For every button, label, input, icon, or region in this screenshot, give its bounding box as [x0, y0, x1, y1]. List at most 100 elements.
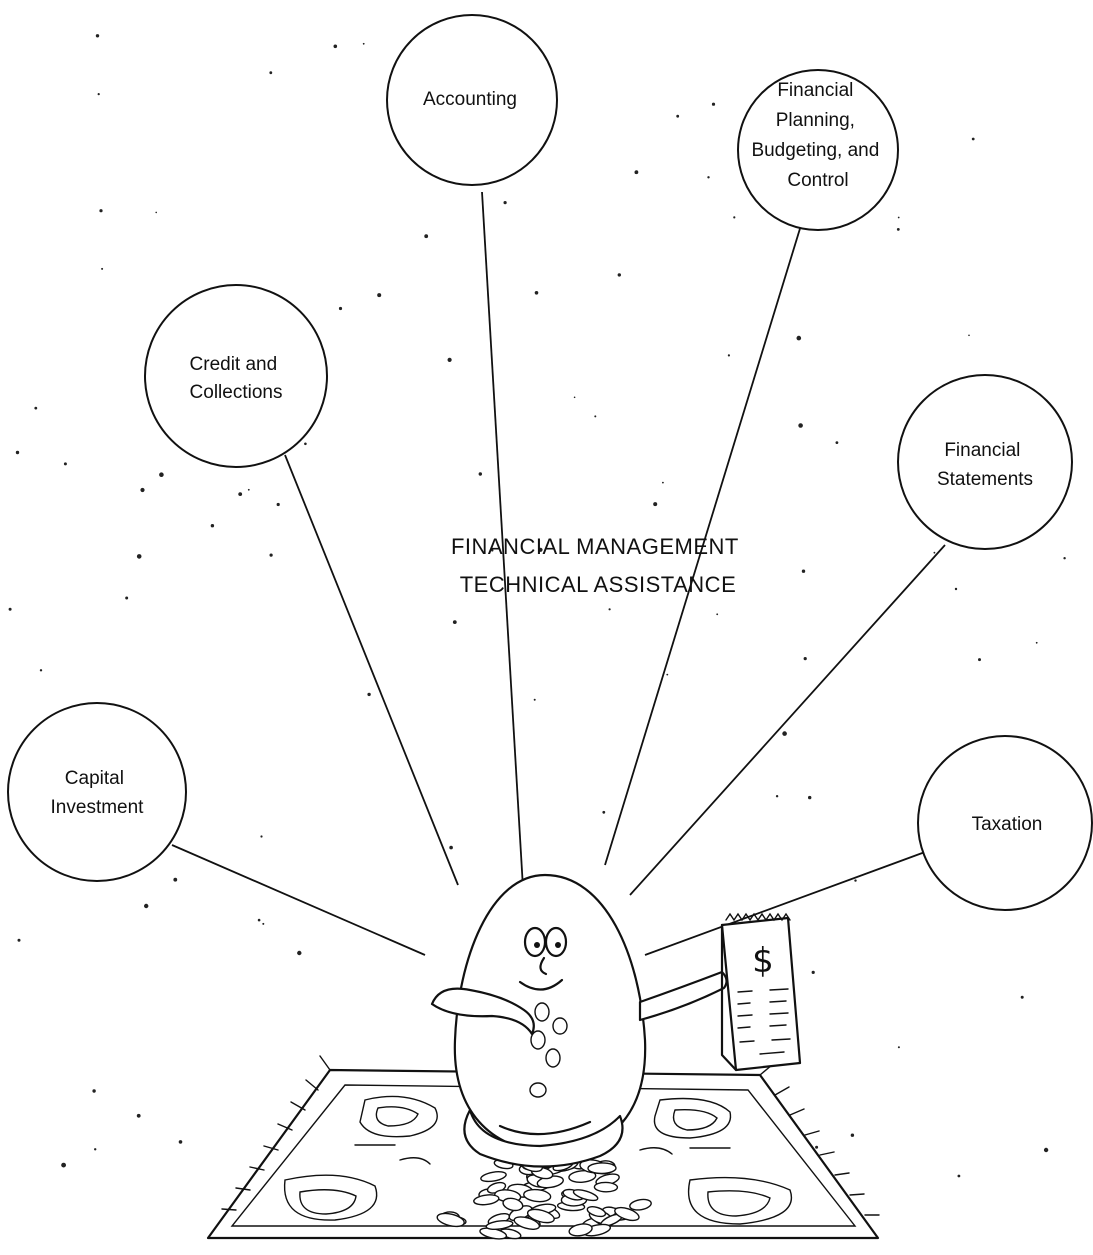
coin: [513, 1216, 541, 1230]
scan-speck: [796, 335, 802, 341]
scan-speck: [447, 357, 452, 362]
scan-speck: [808, 795, 812, 800]
scan-speck: [140, 487, 145, 493]
ledger-dollar-sign: $: [752, 941, 774, 981]
node-credit-collections: Credit and Collections: [144, 284, 328, 468]
scan-speck: [533, 698, 536, 701]
coin: [572, 1189, 599, 1202]
coin: [593, 1181, 619, 1193]
scan-speck: [424, 234, 429, 239]
node-credit-collections-label: Credit and Collections: [190, 354, 283, 403]
scan-speck: [666, 673, 669, 676]
scan-speck: [653, 502, 658, 507]
coin: [526, 1208, 555, 1224]
scan-speck: [634, 170, 639, 175]
scan-speck: [954, 587, 958, 591]
scan-speck: [662, 481, 664, 484]
scan-speck: [676, 114, 680, 118]
coin: [629, 1198, 652, 1211]
scan-speck: [850, 1133, 855, 1137]
scan-speck: [978, 658, 981, 662]
scan-speck: [247, 488, 250, 491]
scan-speck: [269, 553, 273, 557]
scan-speck: [262, 922, 265, 925]
scan-speck: [257, 918, 261, 922]
scan-speck: [716, 613, 719, 616]
node-financial-statements: Financial Statements: [897, 374, 1073, 550]
scan-speck: [338, 306, 343, 311]
coin: [587, 1162, 617, 1175]
node-taxation-label: Taxation: [972, 814, 1043, 835]
scan-speck: [1035, 641, 1038, 644]
node-financial-planning-label: Financial Planning, Budgeting, and Contr…: [751, 80, 884, 191]
scan-speck: [968, 334, 970, 337]
scan-speck: [711, 102, 716, 106]
scan-speck: [608, 608, 611, 611]
spoke-financial-statements: [629, 544, 946, 896]
scan-speck: [801, 569, 806, 573]
scan-speck: [92, 1089, 96, 1093]
coin: [614, 1206, 640, 1222]
node-financial-planning: Financial Planning, Budgeting, and Contr…: [737, 69, 899, 231]
scan-speck: [594, 415, 597, 418]
scan-speck: [15, 450, 20, 455]
scan-speck: [97, 93, 100, 96]
coin: [502, 1197, 524, 1212]
scan-speck: [538, 547, 543, 552]
scan-speck: [782, 731, 787, 736]
scan-speck: [210, 524, 215, 528]
scan-speck: [367, 692, 371, 697]
node-capital-investment-label: Capital Investment: [51, 768, 145, 818]
scan-speck: [854, 879, 857, 882]
coin: [568, 1170, 597, 1183]
scan-speck: [276, 502, 280, 507]
node-capital-investment: Capital Investment: [7, 702, 187, 882]
scan-speck: [815, 1145, 819, 1149]
scan-speck: [1043, 1147, 1049, 1153]
scan-speck: [136, 1113, 141, 1118]
spoke-capital-investment: [171, 844, 426, 956]
scan-speck: [8, 607, 12, 611]
scan-speck: [125, 596, 129, 600]
scan-speck: [478, 472, 482, 476]
scan-speck: [178, 1140, 183, 1144]
coin: [568, 1223, 593, 1237]
scan-speck: [733, 216, 736, 219]
scan-speck: [136, 554, 142, 559]
scan-speck: [173, 877, 178, 882]
scan-speck: [297, 950, 302, 956]
scan-speck: [933, 551, 936, 554]
scan-speck: [1063, 557, 1066, 560]
scan-speck: [95, 34, 100, 38]
scan-speck: [362, 42, 365, 45]
scan-speck: [159, 472, 164, 478]
scan-speck: [897, 216, 900, 219]
node-taxation: Taxation: [917, 735, 1093, 911]
scan-speck: [377, 293, 382, 298]
scan-speck: [155, 211, 157, 214]
scan-speck: [333, 44, 338, 49]
scan-speck: [617, 273, 621, 277]
scan-speck: [971, 137, 975, 141]
spoke-accounting: [481, 191, 524, 889]
scan-speck: [707, 176, 710, 179]
ledger-notepad-icon: $: [720, 912, 802, 1072]
coin: [480, 1171, 507, 1183]
scan-speck: [957, 1174, 961, 1178]
scan-speck: [503, 201, 507, 205]
scan-speck: [835, 441, 839, 444]
scan-speck: [727, 354, 731, 357]
scan-speck: [798, 423, 803, 428]
coin: [485, 1219, 514, 1231]
center-title: FINANCIAL MANAGEMENT TECHNICAL ASSISTANC…: [451, 534, 745, 597]
scan-speck: [34, 406, 38, 410]
scan-speck: [260, 835, 263, 838]
scan-speck: [896, 228, 900, 231]
scan-speck: [63, 462, 67, 466]
scan-speck: [144, 903, 149, 909]
scan-speck: [803, 657, 807, 661]
scan-speck: [602, 810, 606, 814]
scan-speck: [775, 795, 779, 798]
scan-speck: [269, 71, 273, 75]
